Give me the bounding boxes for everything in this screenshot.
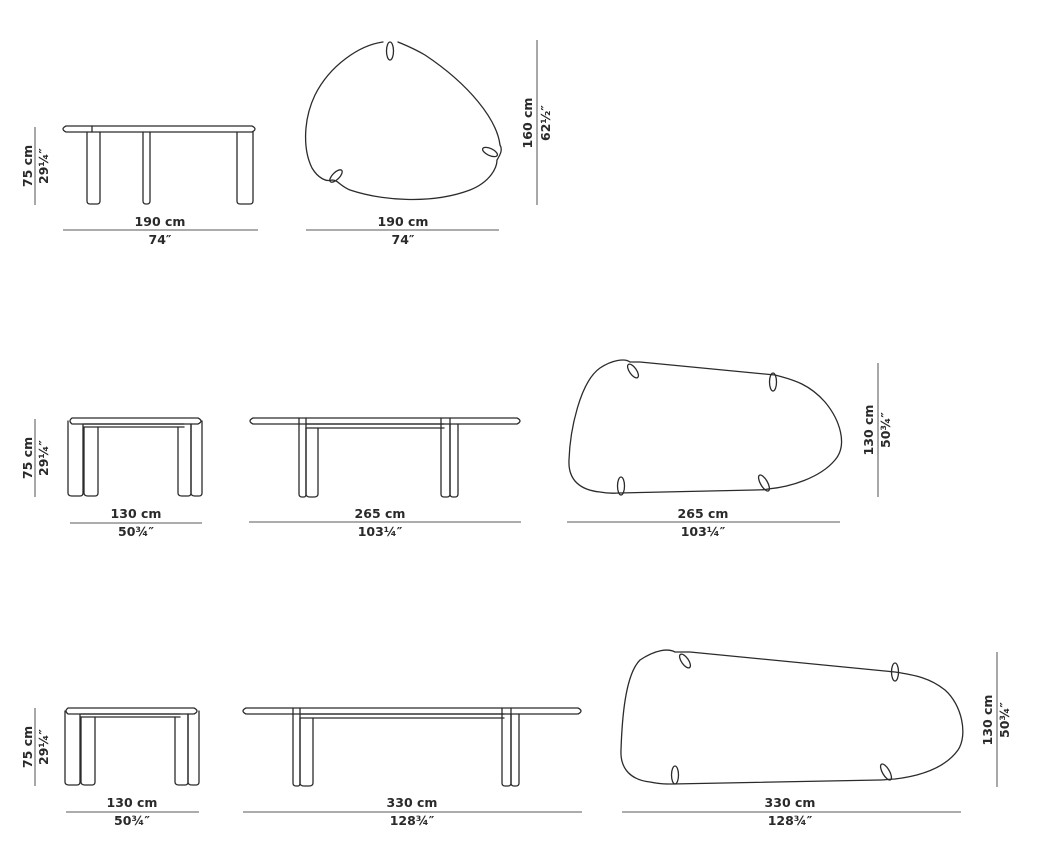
row-190-side-width-cm-label: 190 cm: [134, 214, 186, 229]
row-265-depth-cm-label: 130 cm: [861, 404, 876, 456]
row-330-top-width-cm-label: 330 cm: [764, 795, 816, 810]
row-265-top-view: [567, 359, 879, 523]
row-190-side-view: [34, 125, 258, 231]
row-330-top-width-in-label: 128¾″: [767, 813, 813, 828]
row-190-top-width-cm-label: 190 cm: [377, 214, 429, 229]
row-190-height-cm-label: 75 cm: [20, 144, 35, 188]
row-330-end-view: [34, 707, 200, 813]
row-265-depth-in-label: 50¾″: [878, 412, 893, 448]
row-265-height-cm-label: 75 cm: [20, 436, 35, 480]
row-330-side-width-cm-label: 330 cm: [386, 795, 438, 810]
row-190-top-view: [304, 40, 538, 231]
row-265-side-width-in-label: 103¼″: [357, 524, 403, 539]
row-330-top-view: [620, 649, 998, 813]
row-265-top-width-in-label: 103¼″: [680, 524, 726, 539]
row-330-end-width-cm-label: 130 cm: [106, 795, 158, 810]
row-265-top-width-cm-label: 265 cm: [677, 506, 729, 521]
row-265-end-view: [34, 417, 203, 524]
row-330-side-width-in-label: 128¾″: [389, 813, 435, 828]
row-265-end-width-cm-label: 130 cm: [110, 506, 162, 521]
row-190-depth-cm-label: 160 cm: [520, 97, 535, 149]
row-330-end-width-in-label: 50¾″: [114, 813, 150, 828]
row-330-height-cm-label: 75 cm: [20, 725, 35, 769]
row-330-side-view: [242, 707, 582, 813]
row-265-end-width-in-label: 50¾″: [118, 524, 154, 539]
row-190-height-in-label: 29¼″: [36, 148, 51, 184]
row-330-depth-cm-label: 130 cm: [980, 694, 995, 746]
row-190-side-width-in-label: 74″: [148, 232, 172, 247]
row-330-depth-in-label: 50¾″: [997, 702, 1012, 738]
row-265-height-in-label: 29¼″: [36, 440, 51, 476]
row-190-depth-in-label: 62½″: [538, 105, 553, 141]
row-330-height-in-label: 29¼″: [36, 729, 51, 765]
row-265-side-width-cm-label: 265 cm: [354, 506, 406, 521]
row-190-top-width-in-label: 74″: [391, 232, 415, 247]
row-265-side-view: [249, 417, 521, 523]
